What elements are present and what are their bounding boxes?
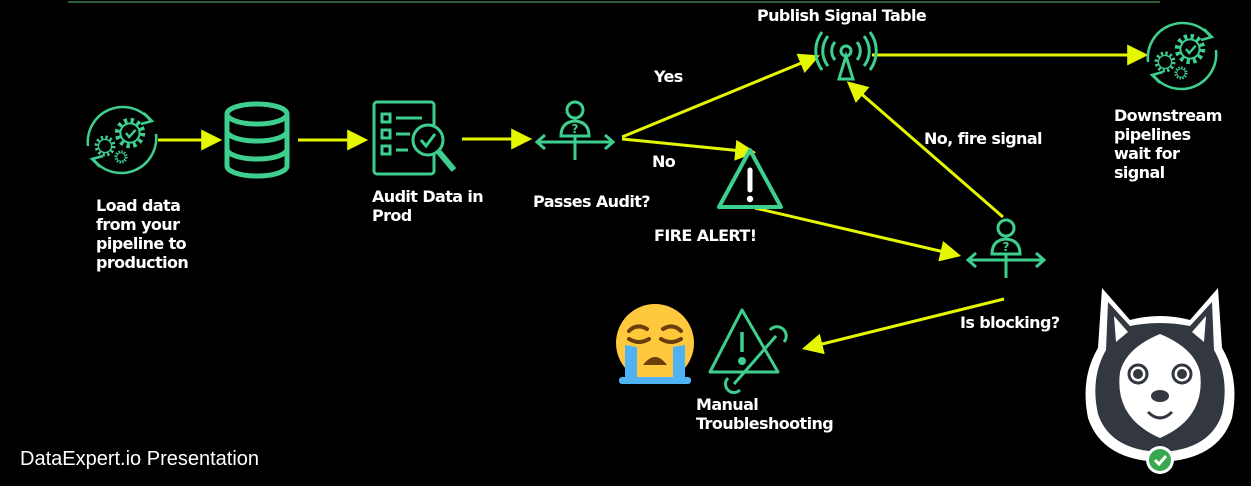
manual-label: Manual Troubleshooting [696,395,834,433]
arrow-alert-to-blocking [754,206,962,262]
audit-label: Audit Data in Prod [372,187,484,225]
gears-cycle-icon [1146,21,1218,91]
is-blocking-label: Is blocking? [960,313,1060,332]
gears-cycle-icon [86,105,158,175]
broadcast-signal-icon [814,31,878,81]
arrow-yes-to-publish [621,53,820,139]
publish-label: Publish Signal Table [757,6,927,25]
crying-face-emoji-icon [616,304,694,384]
husky-logo-icon [1085,288,1235,474]
arrow-blocking-to-publish [846,81,1004,219]
load-label: Load data from your pipeline to producti… [96,196,189,272]
passes-audit-label: Passes Audit? [533,192,651,211]
arrow-no-to-alert [621,137,757,161]
fire-alert-label: FIRE ALERT! [654,226,757,245]
audit-checklist-icon [372,100,457,176]
warning-triangle-icon [717,148,783,209]
edge-no-label: No [652,152,676,171]
edge-yes-label: Yes [654,67,683,86]
warning-wrench-icon [708,308,788,394]
decision-person-icon [535,100,615,162]
footer-text: DataExpert.io Presentation [20,448,260,470]
decision-person-icon [966,218,1046,280]
arrows [158,44,1149,355]
database-icon [224,101,290,179]
downstream-label: Downstream pipelines wait for signal [1114,106,1222,182]
edge-no-fire-signal-label: No, fire signal [924,129,1043,148]
arrow-blocking-to-manual [801,297,1005,355]
